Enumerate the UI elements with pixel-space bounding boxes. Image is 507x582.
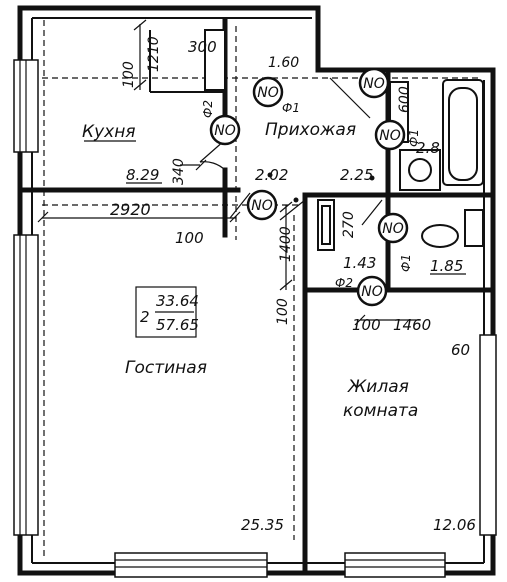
- svg-text:NO: NO: [361, 284, 383, 300]
- room-label-kitchen: Кухня: [82, 122, 136, 142]
- dim-340: 340: [171, 158, 187, 185]
- vent-marker-1: Ф1: [282, 101, 300, 115]
- windows: [13, 59, 497, 578]
- room-label-bedroom-line2: комната: [343, 401, 418, 421]
- washbasin: [399, 149, 441, 191]
- dim-1400: 1400: [278, 226, 294, 262]
- area-corridor: 1.43: [343, 254, 376, 272]
- no-marker: NO: [377, 212, 409, 244]
- svg-text:NO: NO: [257, 85, 279, 101]
- no-marker: NO: [209, 114, 241, 146]
- dim-100-bottom: 100: [352, 316, 381, 334]
- dim-100-top: 100: [121, 61, 137, 88]
- vent-marker-3: Ф1: [407, 129, 421, 147]
- dim-100-left: 100: [275, 298, 291, 325]
- vent-marker-5: Ф2: [335, 276, 353, 290]
- total-area: 57.65: [156, 316, 199, 334]
- vent-marker-2: Ф2: [201, 100, 215, 118]
- no-markers: NO NO NO NO NO NO NO: [209, 67, 409, 307]
- room-label-bedroom-line1: Жилая: [347, 377, 409, 397]
- dim-300: 300: [188, 38, 217, 56]
- svg-text:NO: NO: [251, 198, 273, 214]
- svg-text:NO: NO: [214, 123, 236, 139]
- area-toilet: 1.85: [430, 257, 463, 275]
- room-label-hallway: Прихожая: [265, 120, 356, 140]
- dim-600: 600: [397, 86, 413, 113]
- ventilation-shaft: [317, 199, 335, 251]
- area-kitchen: 8.29: [126, 166, 159, 184]
- vent-marker-4: Ф1: [399, 254, 413, 272]
- interior-walls: [17, 17, 496, 576]
- area-hall-right: 2.25: [340, 166, 373, 184]
- no-marker: NO: [246, 189, 278, 221]
- area-bath: 2.8: [416, 139, 440, 157]
- svg-text:NO: NO: [363, 76, 385, 92]
- no-marker: NO: [252, 76, 284, 108]
- doors: [199, 77, 383, 226]
- svg-text:NO: NO: [382, 221, 404, 237]
- room-label-living: Гостиная: [125, 358, 207, 378]
- toilet-bowl: [421, 224, 459, 248]
- toilet-tank: [464, 209, 484, 247]
- dim-1460: 1460: [393, 316, 431, 334]
- dimension-ticks: [37, 19, 420, 326]
- dim-100-kitchen: 100: [175, 229, 204, 247]
- no-marker: NO: [356, 275, 388, 307]
- area-living: 25.35: [241, 516, 284, 534]
- bathtub: [442, 79, 484, 186]
- dim-2920: 2920: [110, 200, 151, 219]
- area-bedroom: 12.06: [433, 516, 476, 534]
- room-count: 2: [140, 308, 150, 326]
- living-area: 33.64: [156, 292, 199, 310]
- stove: [204, 29, 226, 91]
- dim-1210: 1210: [146, 36, 162, 72]
- no-marker: NO: [374, 119, 406, 151]
- dim-160: 1.60: [268, 55, 299, 71]
- dim-60: 60: [451, 341, 470, 359]
- dim-270: 270: [341, 211, 357, 238]
- svg-text:NO: NO: [379, 128, 401, 144]
- apartment-summary: 2 33.64 57.65: [135, 286, 199, 338]
- no-marker: NO: [358, 67, 390, 99]
